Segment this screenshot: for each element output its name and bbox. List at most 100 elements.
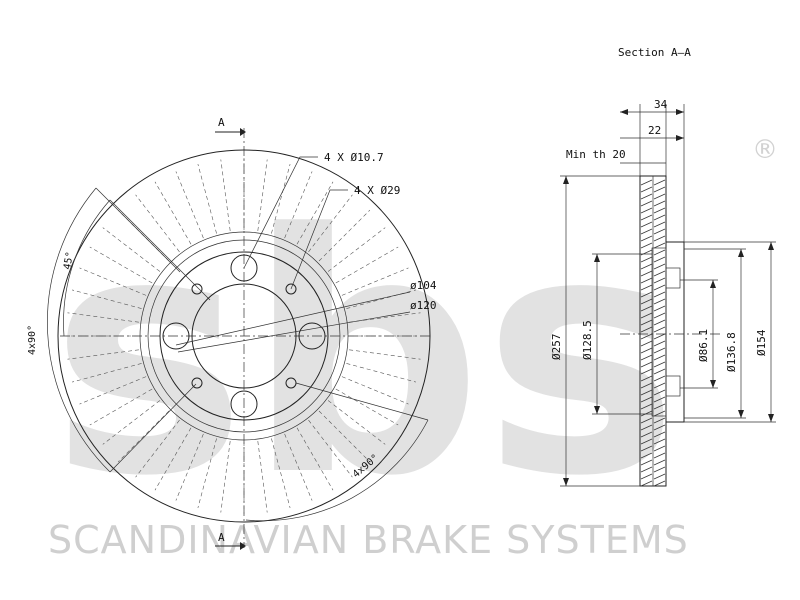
hatch-line — [653, 375, 666, 382]
hatch-line — [640, 368, 653, 375]
hatch-line — [653, 249, 666, 256]
hatch-line — [653, 410, 666, 417]
vane-line — [341, 376, 409, 405]
hatch-line — [640, 214, 653, 221]
hatch-line — [653, 403, 666, 410]
diameter-154: Ø154 — [755, 329, 768, 356]
hatch-line — [653, 319, 666, 326]
hatch-line — [640, 291, 653, 298]
vane-line — [79, 376, 147, 405]
vane-line — [175, 433, 204, 501]
vane-line — [257, 441, 268, 513]
angle-left-label: 4x90° — [27, 325, 38, 355]
vane-line — [327, 400, 386, 445]
hatch-line — [640, 221, 653, 228]
hatch-line — [653, 452, 666, 459]
bolt-hole — [191, 377, 203, 389]
hatch-line — [640, 305, 653, 312]
hatch-line — [640, 361, 653, 368]
vane-line — [79, 267, 147, 296]
hatch-line — [653, 256, 666, 263]
vane-line — [154, 427, 192, 491]
hatch-line — [640, 466, 653, 473]
hatch-line — [640, 347, 653, 354]
vane-line — [67, 312, 139, 323]
hatch-line — [640, 424, 653, 431]
diameter-128: Ø128.5 — [581, 320, 594, 360]
large-hole — [230, 390, 258, 418]
vane-line — [220, 441, 231, 513]
hatch-line — [640, 312, 653, 319]
hatch-line — [640, 319, 653, 326]
bolt-holes-label: 4 X Ø10.7 — [324, 151, 384, 164]
hatch-line — [640, 354, 653, 361]
hatch-line — [653, 312, 666, 319]
hatch-line — [640, 326, 653, 333]
vane-line — [335, 246, 399, 284]
hatch-line — [653, 396, 666, 403]
vane-line — [197, 164, 217, 234]
hatch-line — [653, 207, 666, 214]
vane-line — [335, 388, 399, 426]
width-inner: 22 — [648, 124, 661, 137]
hatch-line — [653, 193, 666, 200]
hatch-line — [653, 354, 666, 361]
vane-line — [308, 194, 353, 253]
hatch-line — [653, 284, 666, 291]
vane-line — [284, 171, 313, 239]
vane-line — [318, 209, 371, 262]
diameter-86: Ø86.1 — [697, 329, 710, 362]
vane-line — [284, 433, 313, 501]
vane-line — [89, 246, 153, 284]
hatch-line — [640, 256, 653, 263]
hatch-line — [653, 431, 666, 438]
pcd-outer-label: ø120 — [410, 299, 437, 312]
vane-line — [72, 289, 142, 309]
hatch-line — [653, 340, 666, 347]
hatch-line — [653, 459, 666, 466]
hatch-line — [640, 263, 653, 270]
hatch-line — [653, 221, 666, 228]
vane-line — [102, 400, 161, 445]
brand-text: SCANDINAVIAN BRAKE SYSTEMS — [48, 518, 689, 562]
hatch-line — [640, 389, 653, 396]
hatch-line — [640, 333, 653, 340]
hatch-line — [653, 438, 666, 445]
hatch-line — [653, 333, 666, 340]
hatch-line — [653, 235, 666, 242]
hatch-line — [640, 340, 653, 347]
vane-line — [135, 194, 180, 253]
hatch-line — [640, 228, 653, 235]
bolt-hole — [191, 283, 203, 295]
large-hole — [162, 322, 190, 350]
hatch-line — [640, 242, 653, 249]
hatch-line — [653, 368, 666, 375]
hatch-line — [653, 326, 666, 333]
hatch-line — [653, 382, 666, 389]
hatch-line — [653, 480, 666, 487]
hatch-line — [640, 298, 653, 305]
vane-line — [327, 227, 386, 272]
hatch-line — [640, 445, 653, 452]
hatch-line — [653, 186, 666, 193]
vane-line — [197, 438, 217, 508]
hatch-line — [653, 291, 666, 298]
hatch-line — [640, 459, 653, 466]
vane-line — [349, 349, 421, 360]
vane-line — [296, 427, 334, 491]
min-thickness: Min th 20 — [566, 148, 626, 161]
hatch-line — [653, 228, 666, 235]
vane-line — [341, 267, 409, 296]
hatch-line — [653, 361, 666, 368]
hatch-line — [653, 270, 666, 277]
hatch-line — [640, 235, 653, 242]
hatch-line — [640, 417, 653, 424]
vane-line — [135, 419, 180, 478]
hatch-line — [653, 214, 666, 221]
section-marker-bottom: A — [218, 531, 225, 544]
hatch-line — [640, 396, 653, 403]
hatch-line — [640, 452, 653, 459]
sbs-logo-watermark: sbs — [50, 164, 679, 548]
large-hole — [230, 254, 258, 282]
hatch-line — [653, 277, 666, 284]
